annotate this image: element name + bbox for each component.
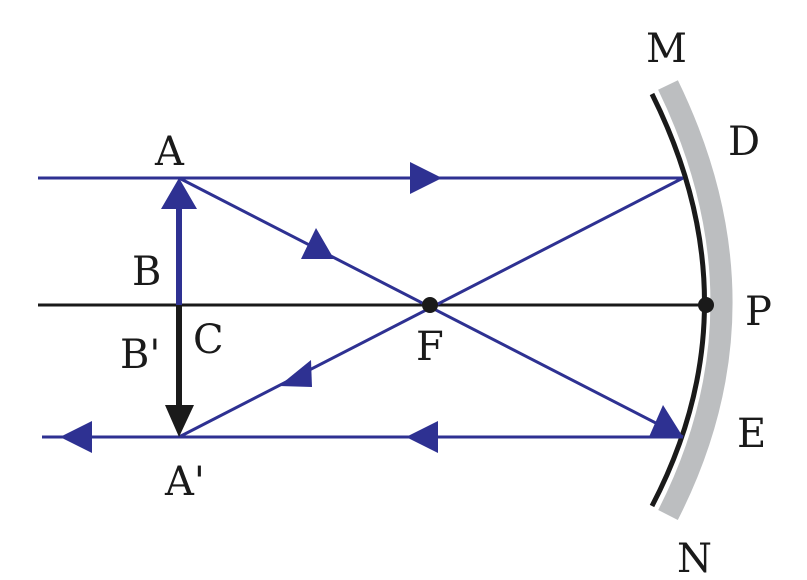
arrow-ray-left-end-icon [60, 421, 92, 453]
mirror-backing [658, 80, 733, 520]
label-a-prime: A' [164, 459, 205, 505]
arrow-ray-downleft-icon [279, 360, 312, 387]
focus-point [422, 297, 438, 313]
pole-point [698, 297, 714, 313]
label-b: B [132, 249, 161, 295]
image-arrowhead-icon [165, 405, 194, 437]
label-a: A [154, 129, 185, 175]
object-arrowhead-icon [161, 178, 197, 209]
label-f: F [416, 324, 444, 370]
arrow-ray-left-icon [406, 421, 438, 453]
label-c: C [193, 317, 224, 363]
label-b-prime: B' [120, 332, 160, 378]
label-m: M [646, 26, 687, 72]
label-d: D [728, 119, 760, 165]
label-p: P [745, 289, 772, 335]
arrow-ray-e-icon [649, 405, 683, 437]
arrow-ray-right-icon [410, 162, 442, 194]
arrow-ray-downright-icon [301, 228, 334, 259]
label-n: N [677, 536, 712, 580]
label-e: E [737, 411, 766, 457]
